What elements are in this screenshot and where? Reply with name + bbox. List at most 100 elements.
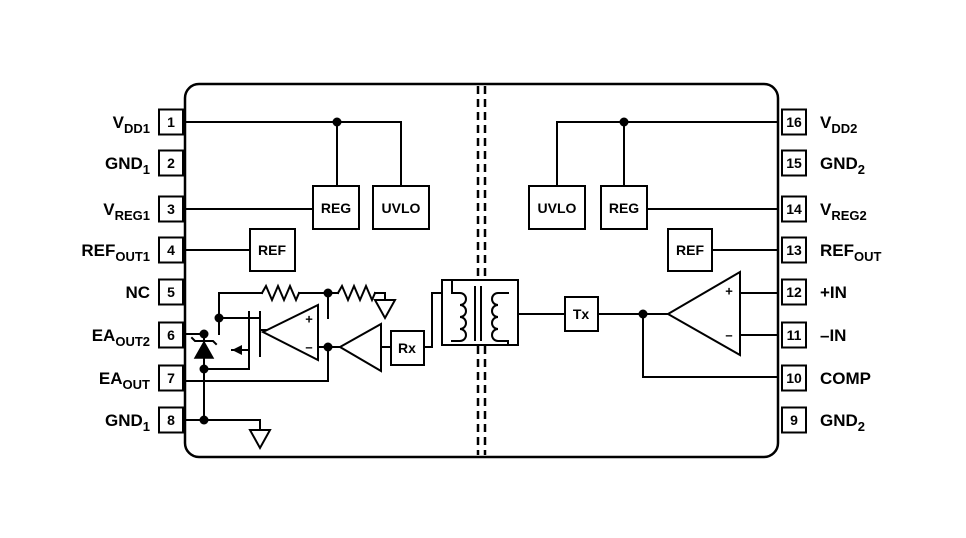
pin-label: EAOUT [99,369,150,392]
pin-label-main: V [113,113,125,132]
pin-label: –IN [820,326,846,345]
svg-text:Tx: Tx [573,306,590,322]
pin-box [158,149,184,177]
pin-label-main: GND [105,154,143,173]
pin-15: 15 GND2 [781,149,865,177]
pin-box [158,364,184,392]
svg-text:REG: REG [321,200,351,216]
svg-text:REG: REG [609,200,639,216]
ground-symbol-left-1 [373,299,397,321]
pin-label-subscript: 2 [858,162,865,177]
pin-12: 12+IN [781,278,847,306]
pin-box [158,321,184,349]
left-wiring [184,121,443,431]
svg-text:REF: REF [676,242,704,258]
pin-label-subscript: DD1 [124,121,150,136]
pin-number: 8 [167,412,175,428]
error-amplifier-right: + – [665,270,741,357]
pin-label-main: REF [820,241,854,260]
opamp-right-plus-sign: + [725,284,733,299]
pin-label: +IN [820,283,847,302]
pin-label-main: REF [81,241,115,260]
pin-box [781,108,807,136]
uvlo-block-right: UVLO [528,185,586,230]
pin-number: 2 [167,155,175,171]
pin-number: 16 [786,114,802,130]
pin-label-subscript: 1 [143,419,150,434]
pin-box [781,364,807,392]
pin-label: GND1 [105,411,150,434]
pin-label-subscript: OUT [854,249,882,264]
pin-label-subscript: DD2 [831,121,857,136]
rx-block: Rx [390,330,425,366]
pin-box [781,321,807,349]
pin-1: 1 VDD1 [113,108,184,136]
pin-label: VDD1 [113,113,150,136]
left-pin-group: 1VDD12GND13VREG14REFOUT15NC6EAOUT27EAOUT… [81,108,184,434]
pin-label: GND1 [105,154,150,177]
svg-text:UVLO: UVLO [538,200,577,216]
pin-number: 15 [786,155,802,171]
pin-number: 4 [167,242,175,258]
pin-box [781,195,807,223]
pin-label-main: GND [820,154,858,173]
right-wiring [517,121,779,378]
pin-label-main: NC [125,283,150,302]
junction-dot [323,342,333,352]
pin-label-main: EA [99,369,123,388]
pin-label: COMP [820,369,871,388]
pin-box [781,278,807,306]
pin-7: 7 EAOUT [99,364,184,392]
pin-label-subscript: OUT2 [115,334,150,349]
opamp-left-plus-sign: + [305,312,313,327]
opamp-right-minus-sign: – [725,328,732,343]
pin-label: VREG2 [820,200,867,223]
pin-box [781,149,807,177]
pin-box [158,108,184,136]
zener-diode [190,336,218,359]
pin-label-subscript: REG1 [115,208,150,223]
pin-label-main: V [820,200,832,219]
pin-box [781,236,807,264]
pin-number: 7 [167,370,175,386]
pin-box [781,406,807,434]
isolation-barrier [476,86,487,455]
junction-dot [332,117,342,127]
pin-label: VREG1 [103,200,150,223]
opamp-left-minus-sign: – [305,340,312,355]
junction-dot [199,364,209,374]
pin-label-subscript: OUT1 [115,249,150,264]
pin-label-main: +IN [820,283,847,302]
svg-text:REF: REF [258,242,286,258]
pin-label: GND2 [820,154,865,177]
pin-number: 13 [786,242,802,258]
pin-number: 1 [167,114,175,130]
ground-symbol-left-2 [248,429,272,451]
pin-number: 10 [786,370,802,386]
pin-label-main: V [103,200,115,219]
ref-block-right: REF [667,228,713,272]
ref-block-left: REF [249,228,296,272]
pin-number: 9 [790,412,798,428]
pin-2: 2 GND1 [105,149,184,177]
pin-11: 11–IN [781,321,846,349]
pin-8: 8 GND1 [105,406,184,434]
pin-number: 14 [786,201,802,217]
pin-label-subscript: 1 [143,162,150,177]
chip-body [183,82,780,459]
pin-label: EAOUT2 [92,326,150,349]
uvlo-block-left: UVLO [372,185,430,230]
junction-dot [199,329,209,339]
pin-label-subscript: OUT [123,377,151,392]
pin-label: REFOUT [820,241,882,264]
error-amplifier-left: + – [260,303,319,362]
pin-label: REFOUT1 [81,241,150,264]
pin-4: 4 REFOUT1 [81,236,184,264]
pin-14: 14 VREG2 [781,195,867,223]
junction-dot [619,117,629,127]
transformer [441,279,519,346]
